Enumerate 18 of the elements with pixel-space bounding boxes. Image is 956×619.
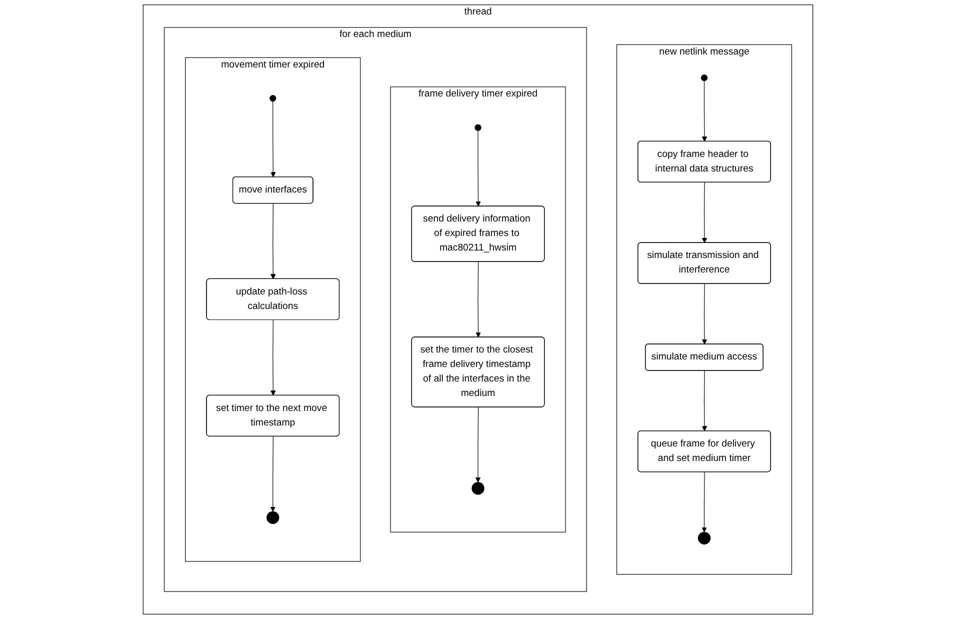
- node-bullseye: [698, 532, 711, 544]
- arrow: [702, 80, 708, 142]
- arrow: [476, 262, 481, 338]
- arrow: [702, 370, 708, 432]
- node-bullseye: [472, 482, 484, 495]
- arrow: [270, 320, 276, 396]
- node-bullseye: [266, 511, 280, 524]
- node-circle: [700, 74, 708, 82]
- arrow: [475, 406, 481, 483]
- arrow: [270, 101, 276, 178]
- node-circle: [474, 124, 482, 131]
- arrow: [270, 203, 276, 280]
- arrow: [702, 472, 707, 532]
- arrow: [702, 182, 708, 244]
- arrow: [270, 436, 276, 512]
- arrow: [702, 284, 708, 344]
- node-circle: [270, 95, 276, 102]
- arrow: [476, 130, 481, 207]
